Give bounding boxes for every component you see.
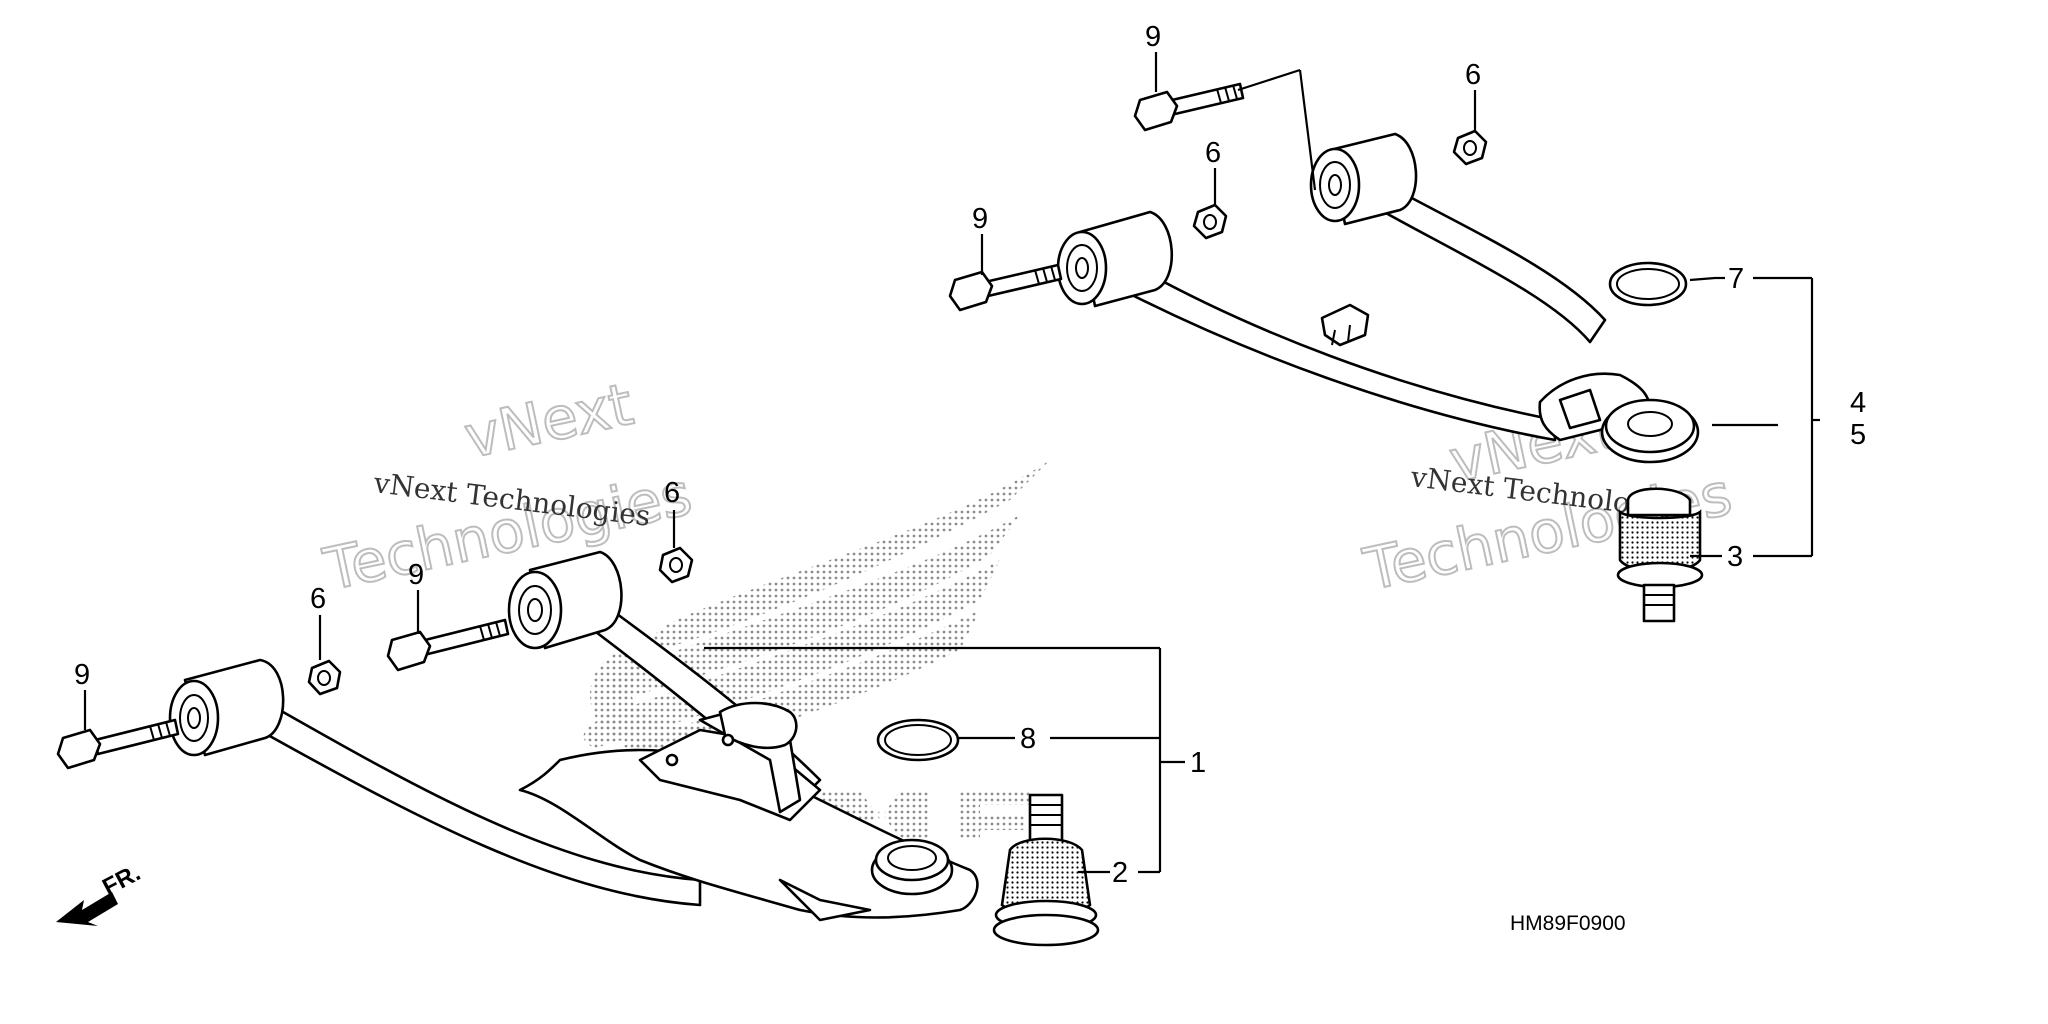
nut-upper-rear (1452, 129, 1488, 166)
snap-ring-lower (876, 718, 960, 762)
callout-8: 8 (1020, 723, 1036, 755)
snap-ring-upper (1608, 261, 1688, 307)
bolt-upper-rear (1133, 82, 1245, 132)
callout-numbers: 9 9 6 6 7 4 5 3 9 9 6 6 8 1 2 (74, 21, 1866, 889)
callout-3: 3 (1727, 541, 1743, 573)
watermark-left: vNext Technologies vNext Technologies (317, 369, 699, 605)
direction-label: FR. (98, 859, 145, 901)
callout-5: 5 (1850, 419, 1866, 451)
nut-lower-front (307, 659, 342, 696)
ball-joint-upper (1616, 487, 1704, 623)
lower-arm (168, 550, 979, 922)
callout-9-upper-rear: 9 (1145, 21, 1161, 53)
callout-6-upper-front: 6 (1205, 137, 1221, 169)
nut-lower-rear (658, 546, 694, 584)
callout-6-upper-rear: 6 (1465, 59, 1481, 91)
bolt-lower-rear (386, 618, 510, 672)
callout-7: 7 (1728, 263, 1744, 295)
callout-9-lower-rear: 9 (408, 559, 424, 591)
callout-6-lower-rear: 6 (664, 477, 680, 509)
leader-lines (83, 52, 1820, 874)
callout-9-lower-front: 9 (74, 659, 90, 691)
nut-upper-front (1192, 203, 1228, 240)
callout-9-upper-front: 9 (972, 203, 988, 235)
callout-2: 2 (1112, 857, 1128, 889)
bolt-upper-front (948, 263, 1063, 312)
callout-1: 1 (1190, 747, 1206, 779)
callout-6-lower-front: 6 (310, 583, 326, 615)
upper-arm (1056, 132, 1700, 464)
front-direction-arrow: FR. (56, 859, 145, 926)
bolt-lower-front (56, 718, 180, 770)
watermark-line1: vNext (459, 370, 639, 472)
ball-joint-lower (992, 793, 1100, 947)
callout-4: 4 (1850, 387, 1866, 419)
drawing-code: HM89F0900 (1510, 912, 1626, 935)
